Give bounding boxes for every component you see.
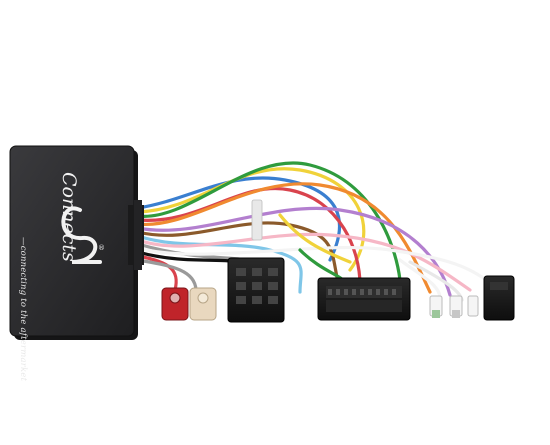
wire-grey-rca [136, 258, 198, 292]
wire-white [136, 245, 492, 284]
vehicle-connector [317, 277, 411, 321]
interface-module [9, 145, 144, 340]
terminals [429, 295, 479, 318]
wire-lightblue [136, 234, 303, 294]
wire-purple [136, 206, 452, 297]
wire-yellow [136, 167, 366, 272]
cable-tie [251, 199, 263, 241]
wire-orange [136, 182, 432, 294]
rca-plugs [161, 287, 217, 321]
wire-blue [136, 176, 342, 262]
wire-green2 [298, 248, 347, 284]
iso-connector [227, 257, 285, 323]
wire-pink [136, 232, 472, 292]
wire-yellow2 [278, 213, 352, 264]
wire-white2 [398, 258, 442, 300]
small-connector [483, 275, 515, 321]
wire-green [136, 161, 402, 282]
wire-loom [136, 161, 492, 302]
brand-logo [61, 206, 102, 264]
